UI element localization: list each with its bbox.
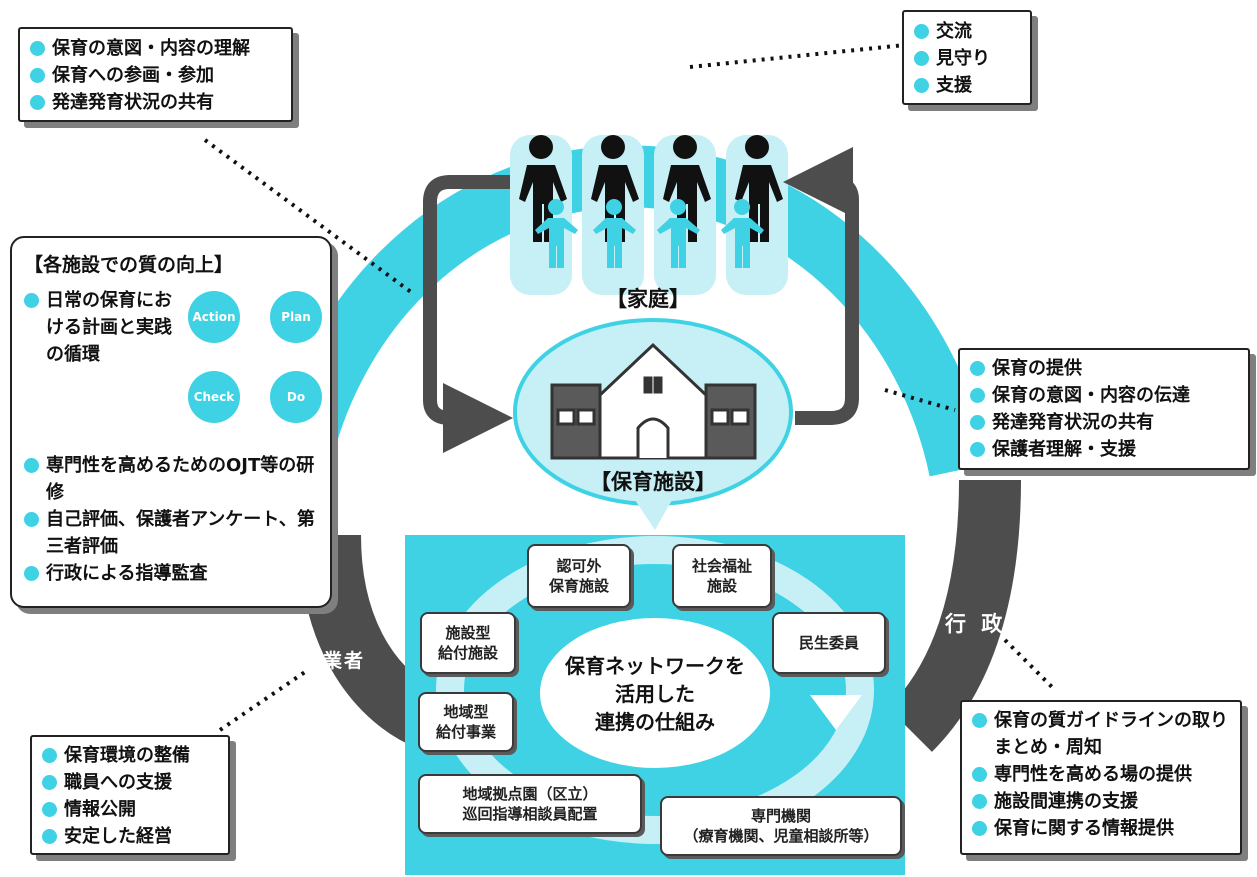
node-line: 給付施設 [437,644,498,662]
quality-improvement-box: 【各施設での質の向上】 日常の保育における計画と実践の循環 専門性を高めるための… [10,236,332,608]
facility-ellipse-tail [635,500,672,530]
school-building-icon [550,342,757,460]
facility-provision-box: 保育の提供 保育の意図・内容の伝達 発達発育状況の共有 保護者理解・支援 [958,348,1250,470]
node-specialist-institution: 専門機関 （療育機関、児童相談所等） [660,796,902,856]
list-item: 専門性を高める場の提供 [972,761,1230,788]
region-label: 地 域 [622,46,684,70]
list-item: 発達発育状況の共有 [970,409,1238,436]
family-understanding-box: 保育の意図・内容の理解 保育への参画・参加 発達発育状況の共有 [18,27,293,122]
list-item: 保護者理解・支援 [970,436,1238,463]
administration-label: 行 政 [945,612,1007,636]
list-item: 見守り [914,45,1020,72]
operator-label: 事業者 [302,650,366,672]
node-line: 施設 [706,577,737,595]
family-label: 【家庭】 [606,287,690,311]
list-item: 保育の質ガイドラインの取りまとめ・周知 [972,707,1230,761]
node-line: 専門機関 [750,807,811,825]
quality-box-title: 【各施設での質の向上】 [24,254,234,276]
list-item: 保育への参画・参加 [30,62,281,89]
network-cycle-ring [436,536,874,844]
node-line: 施設型 [445,624,491,642]
region-support-box: 交流 見守り 支援 [902,10,1032,105]
network-center-line: 活用した [615,682,695,706]
list-item: 保育に関する情報提供 [972,815,1230,842]
child-figures [535,199,764,268]
list-item: 保育の意図・内容の理解 [30,35,281,62]
node-line: 地域型 [443,703,489,721]
node-line: 給付事業 [435,723,496,741]
node-line: 社会福祉 [691,557,752,575]
network-center-line: 連携の仕組み [595,710,715,734]
node-regional-type: 地域型 給付事業 [418,692,514,752]
administration-arc [887,479,1021,752]
list-item: 保育の提供 [970,355,1238,382]
pdca-do: Do [270,371,322,423]
arrow-family-to-facility [423,175,513,453]
list-item: 専門性を高めるためのOJT等の研修 [24,452,322,506]
administration-duties-box: 保育の質ガイドラインの取りまとめ・周知 専門性を高める場の提供 施設間連携の支援… [960,700,1242,855]
list-item: 施設間連携の支援 [972,788,1230,815]
pdca-check: Check [188,371,240,423]
list-item: 安定した経営 [42,823,218,850]
list-item: 交流 [914,18,1020,45]
list-item: 自己評価、保護者アンケート、第三者評価 [24,506,322,560]
list-item: 発達発育状況の共有 [30,89,281,116]
pdca-action: Action [188,291,240,343]
facility-label: 【保育施設】 [590,470,716,494]
list-item: 保育環境の整備 [42,742,218,769]
operator-duties-box: 保育環境の整備 職員への支援 情報公開 安定した経営 [30,735,230,855]
adult-figures [519,135,783,242]
node-welfare-commissioner: 民生委員 [772,612,886,674]
pdca-plan: Plan [270,291,322,343]
list-item: 行政による指導監査 [24,560,322,587]
node-regional-hub: 地域拠点園（区立） 巡回指導相談員配置 [418,774,642,834]
network-center-text: 保育ネットワークを 活用した 連携の仕組み [555,652,755,736]
network-cycle-arrowhead [810,695,862,730]
dotted-connectors [203,43,1057,732]
node-line: 民生委員 [798,634,859,652]
list-item: 日常の保育における計画と実践の循環 [24,287,174,368]
list-item: 情報公開 [42,796,218,823]
node-facility-type: 施設型 給付施設 [420,612,516,674]
node-social-welfare: 社会福祉 施設 [672,544,772,608]
node-unlicensed-facility: 認可外 保育施設 [527,544,631,608]
network-center-ellipse [540,618,770,768]
arrow-facility-to-family [783,147,859,425]
node-line: 認可外 [556,557,602,575]
node-line: 地域拠点園（区立） [462,785,598,803]
node-line: 巡回指導相談員配置 [462,805,598,823]
node-line: （療育機関、児童相談所等） [683,827,879,845]
list-item: 職員への支援 [42,769,218,796]
list-item: 保育の意図・内容の伝達 [970,382,1238,409]
network-center-line: 保育ネットワークを [565,654,745,678]
list-item: 支援 [914,72,1020,99]
node-line: 保育施設 [548,577,609,595]
